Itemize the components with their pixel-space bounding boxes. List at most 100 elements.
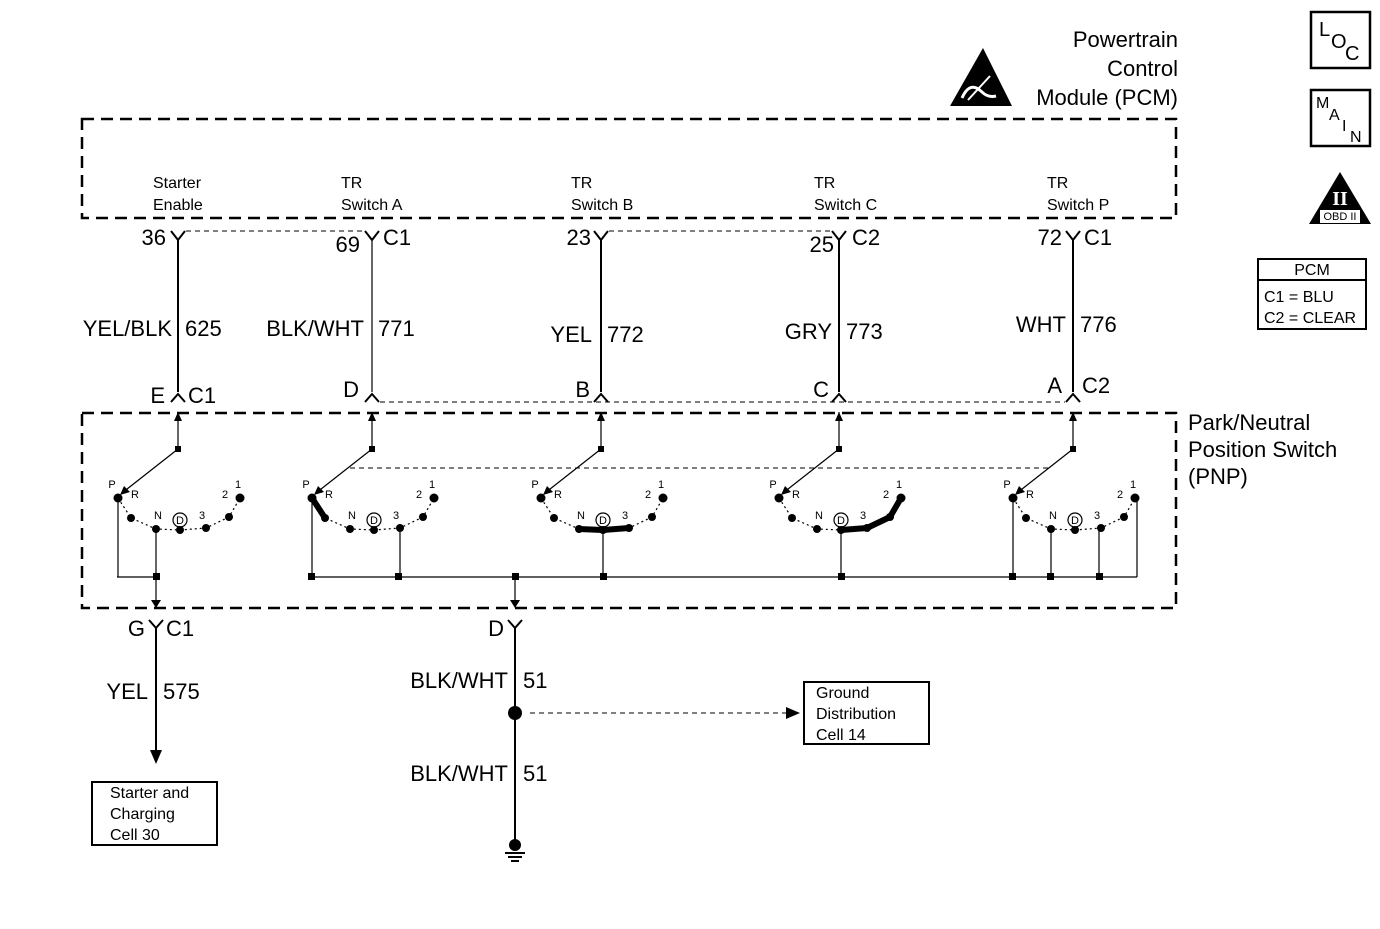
pcm-pin4-line1: TR — [814, 175, 835, 192]
position-label-N: N — [815, 510, 823, 522]
pcm-pin2-line2: Switch A — [341, 197, 403, 214]
ground-distribution-link — [530, 707, 800, 719]
pcm-pin3-line2: Switch B — [571, 197, 633, 214]
wire-circuit-771: 771 — [378, 316, 415, 341]
pcm-pin-numbers: 36 69 C1 23 25 C2 72 C1 — [142, 225, 1113, 257]
starter-charging-box: Starter and Charging Cell 30 — [91, 781, 218, 846]
main-letter-m: M — [1316, 95, 1329, 112]
pcm-pin1-line2: Enable — [153, 197, 203, 214]
pcm-title-line1: Powertrain — [1073, 27, 1178, 52]
pcm-pin4-line2: Switch C — [814, 197, 877, 214]
pcm-table-header: PCM — [1294, 262, 1330, 279]
pnp-title-line2: Position Switch — [1188, 437, 1337, 462]
pnp-conn-c1: C1 — [188, 383, 216, 408]
position-label-N: N — [348, 510, 356, 522]
starter-wire: YEL 575 — [106, 628, 200, 764]
pcm-connector-symbols — [170, 230, 1081, 242]
esd-warning-icon — [950, 48, 1012, 106]
wire-color-772: YEL — [550, 322, 592, 347]
position-label-3: 3 — [199, 510, 205, 522]
position-label-R: R — [792, 489, 800, 501]
pcm-title-line2: Control — [1107, 56, 1178, 81]
pcm-pin-number-23: 23 — [567, 225, 591, 250]
pnp-bottom-pin-labels: G C1 D — [128, 616, 504, 641]
position-label-1: 1 — [896, 479, 902, 491]
position-label-P: P — [302, 479, 309, 491]
pcm-conn-c2: C2 — [852, 225, 880, 250]
ground-wire: BLK/WHT 51 BLK/WHT 51 — [410, 628, 547, 843]
position-label-3: 3 — [860, 510, 866, 522]
loc-letter-l: L — [1319, 19, 1330, 41]
pcm-boundary — [80, 117, 1178, 220]
obd-ii-icon: II OBD II — [1309, 172, 1371, 224]
pnp-pin-B: B — [575, 377, 590, 402]
pnp-internal-bus — [117, 573, 1137, 580]
ground-distribution-box: Ground Distribution Cell 14 — [803, 681, 930, 745]
position-label-1: 1 — [658, 479, 664, 491]
pnp-title-line1: Park/Neutral — [1188, 410, 1310, 435]
wire-color-625: YEL/BLK — [83, 316, 173, 341]
loc-icon: L O C — [1309, 10, 1372, 70]
loc-letter-c: C — [1345, 43, 1359, 65]
main-letter-n: N — [1350, 129, 1362, 146]
position-label-1: 1 — [429, 479, 435, 491]
pnp-conn-c1-bottom: C1 — [166, 616, 194, 641]
wire-color-776: WHT — [1016, 312, 1066, 337]
wire-circuit-773: 773 — [846, 319, 883, 344]
splice-point — [508, 706, 522, 720]
position-label-2: 2 — [645, 489, 651, 501]
wire-color-773: GRY — [785, 319, 833, 344]
main-letter-i: I — [1342, 118, 1346, 135]
pcm-pin1-line1: Starter — [153, 175, 202, 192]
wire-color-575: YEL — [106, 679, 148, 704]
pcm-pin-number-69: 69 — [336, 232, 360, 257]
pnp-conn-c2: C2 — [1082, 373, 1110, 398]
pnp-top-pin-labels: E C1 D B C A C2 — [150, 373, 1110, 408]
position-label-3: 3 — [1094, 510, 1100, 522]
pnp-boundary — [80, 411, 1178, 610]
loc-letter-o: O — [1331, 31, 1347, 53]
pcm-conn-c1-b: C1 — [1084, 225, 1112, 250]
pcm-pin5-line1: TR — [1047, 175, 1068, 192]
pnp-bottom-outputs — [151, 577, 520, 608]
switch-bus-taps — [117, 498, 1138, 577]
position-label-N: N — [577, 510, 585, 522]
pcm-pin2-line1: TR — [341, 175, 362, 192]
position-label-3: 3 — [622, 510, 628, 522]
ground-box-line3: Cell 14 — [816, 727, 866, 744]
pcm-pin5-line2: Switch P — [1047, 197, 1109, 214]
position-label-R: R — [325, 489, 333, 501]
position-label-R: R — [554, 489, 562, 501]
pcm-table-row1: C1 = BLU — [1264, 289, 1334, 306]
pnp-title-line3: (PNP) — [1188, 464, 1248, 489]
position-label-D: D — [599, 515, 607, 527]
starter-box-line2: Charging — [110, 806, 175, 823]
pnp-pin-D: D — [343, 377, 359, 402]
wire-circuit-625: 625 — [185, 316, 222, 341]
wire-color-51-upper: BLK/WHT — [410, 668, 508, 693]
wire-circuit-772: 772 — [607, 322, 644, 347]
position-label-1: 1 — [1130, 479, 1136, 491]
position-label-3: 3 — [393, 510, 399, 522]
position-label-P: P — [531, 479, 538, 491]
position-label-1: 1 — [235, 479, 241, 491]
position-label-D: D — [837, 515, 845, 527]
position-label-P: P — [769, 479, 776, 491]
wire-color-51-lower: BLK/WHT — [410, 761, 508, 786]
position-label-D: D — [370, 515, 378, 527]
pcm-pnp-wires — [177, 240, 1074, 392]
pcm-connector-table: PCM C1 = BLU C2 = CLEAR — [1257, 258, 1367, 330]
pnp-bottom-connector-symbols — [148, 619, 523, 630]
position-label-N: N — [154, 510, 162, 522]
pcm-table-row2: C2 = CLEAR — [1264, 310, 1356, 327]
pcm-pin-number-72: 72 — [1038, 225, 1062, 250]
starter-box-line3: Cell 30 — [110, 827, 160, 844]
ground-icon — [505, 839, 525, 862]
position-label-R: R — [1026, 489, 1034, 501]
pcm-pin-labels: Starter Enable TR Switch A TR Switch B T… — [153, 175, 1109, 214]
